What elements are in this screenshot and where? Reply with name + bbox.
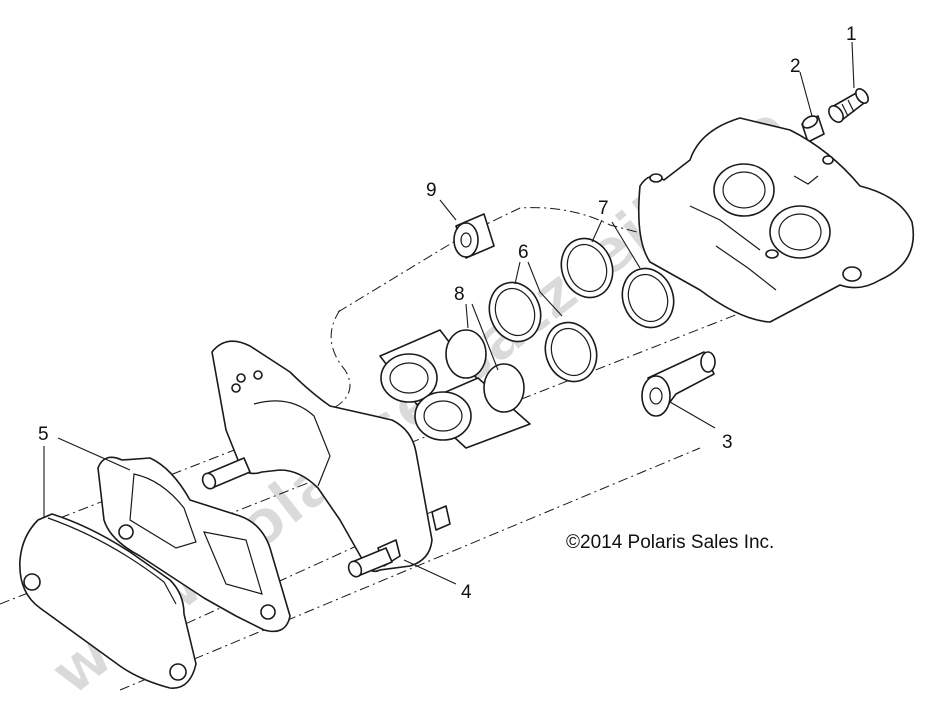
brake-pad-outer — [19, 513, 197, 689]
callout-9: 9 — [426, 180, 437, 201]
callout-3: 3 — [722, 432, 733, 453]
bushing — [453, 213, 495, 259]
piston-seals — [488, 237, 675, 383]
callout-1: 1 — [846, 24, 857, 45]
guide-pins — [201, 457, 393, 578]
bleeder-screw — [828, 88, 869, 123]
leader-lines — [43, 41, 855, 585]
brake-pad-inner — [97, 456, 291, 633]
callout-7: 7 — [598, 198, 609, 219]
caliper-body — [637, 117, 914, 323]
callout-8: 8 — [454, 284, 465, 305]
callout-labels: 1 2 3 4 5 6 7 8 9 — [38, 24, 857, 603]
callout-5: 5 — [38, 424, 49, 445]
callout-2: 2 — [790, 56, 801, 77]
copyright-notice: ©2014 Polaris Sales Inc. — [566, 532, 774, 553]
callout-6: 6 — [518, 242, 529, 263]
pin-bolt — [641, 351, 716, 417]
pistons — [379, 329, 531, 449]
callout-4: 4 — [461, 582, 472, 603]
bleeder-cap — [801, 115, 825, 143]
